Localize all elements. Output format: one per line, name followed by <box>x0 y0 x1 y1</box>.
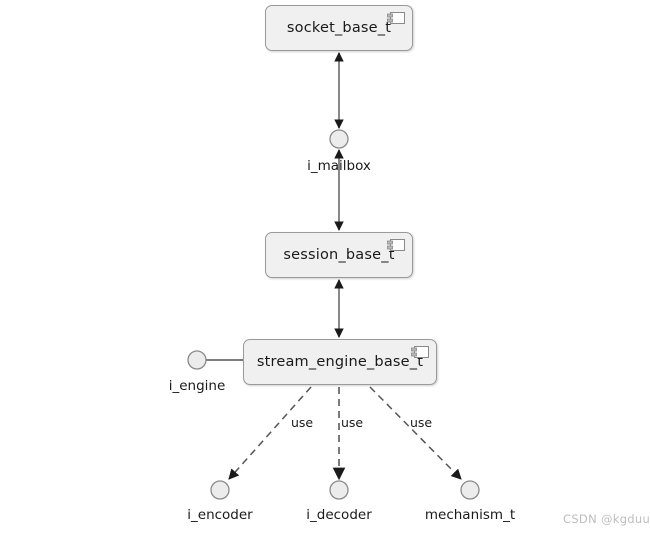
interface-circle-mechanism-t[interactable] <box>460 480 480 500</box>
dependency-label-use-decoder: use <box>341 415 364 430</box>
interface-circle-i-mailbox[interactable] <box>329 129 349 149</box>
interface-label-i-encoder: i_encoder <box>187 507 253 523</box>
component-icon <box>411 346 429 358</box>
interface-circle-i-encoder[interactable] <box>210 480 230 500</box>
dependency-label-use-encoder: use <box>291 415 314 430</box>
component-label: stream_engine_base_t <box>256 354 424 370</box>
connector-use-encoder <box>228 386 312 480</box>
component-label: session_base_t <box>283 247 395 263</box>
interface-label-i-mailbox: i_mailbox <box>307 158 371 174</box>
component-icon <box>387 239 405 251</box>
connector-use-mechanism <box>369 386 462 480</box>
component-stream-engine-base-t[interactable]: stream_engine_base_t <box>243 339 437 385</box>
watermark: CSDN @kgduu <box>563 512 650 526</box>
interface-circle-i-decoder[interactable] <box>329 480 349 500</box>
component-session-base-t[interactable]: session_base_t <box>265 232 413 278</box>
interface-label-mechanism-t: mechanism_t <box>424 507 516 523</box>
interface-circle-i-engine[interactable] <box>187 350 207 370</box>
component-icon <box>387 12 405 24</box>
interface-label-i-decoder: i_decoder <box>306 507 372 523</box>
dependency-label-use-mechanism: use <box>410 415 433 430</box>
interface-label-i-engine: i_engine <box>168 378 226 394</box>
component-socket-base-t[interactable]: socket_base_t <box>265 5 413 51</box>
component-label: socket_base_t <box>286 20 392 36</box>
